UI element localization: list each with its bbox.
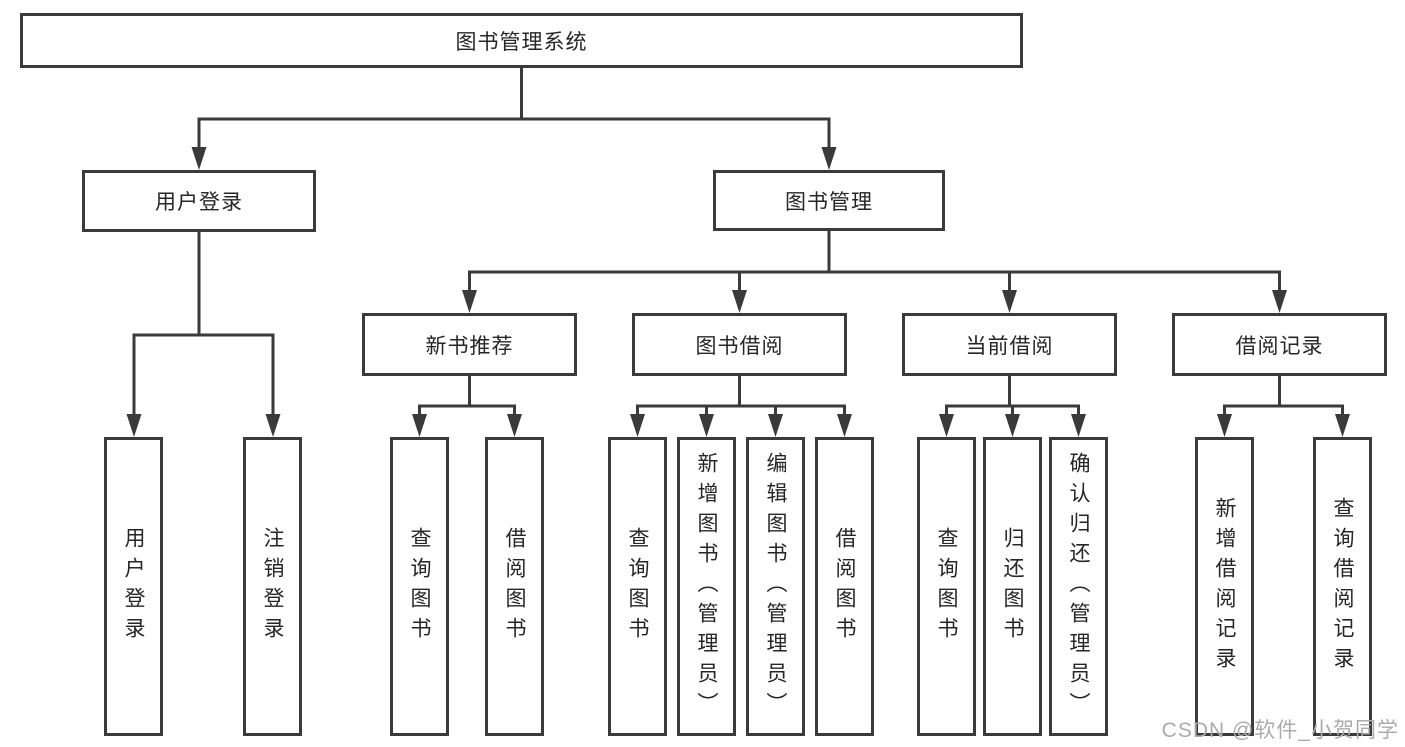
leaf-records-add: 新增借阅记录 xyxy=(1195,437,1254,736)
node-book-mgmt: 图书管理 xyxy=(713,170,945,231)
watermark: CSDN @软件_小贺同学 xyxy=(1161,719,1399,742)
node-root: 图书管理系统 xyxy=(20,13,1023,68)
leaf-records-query: 查询借阅记录 xyxy=(1313,437,1372,736)
leaf-borrow-query: 查询图书 xyxy=(608,437,667,736)
node-new-books: 新书推荐 xyxy=(362,313,577,376)
connector-borrow-records-subtree xyxy=(1217,376,1350,437)
leaf-current-return: 归还图书 xyxy=(983,437,1042,736)
leaf-borrow-edit-admin: 编辑图书（管理员） xyxy=(746,437,805,736)
connector-book-mgmt-to-level3 xyxy=(462,231,1287,313)
node-user-login: 用户登录 xyxy=(82,170,316,232)
leaf-current-query: 查询图书 xyxy=(917,437,976,736)
leaf-logout: 注销登录 xyxy=(243,437,302,736)
leaf-borrow-add-admin: 新增图书（管理员） xyxy=(677,437,736,736)
leaf-current-confirm-admin: 确认归还（管理员） xyxy=(1049,437,1108,736)
node-borrow-records: 借阅记录 xyxy=(1172,313,1387,376)
node-current-borrow: 当前借阅 xyxy=(902,313,1117,376)
leaf-borrow-borrow: 借阅图书 xyxy=(815,437,874,736)
connector-root-to-level2 xyxy=(191,68,837,170)
connector-new-books-subtree xyxy=(412,376,522,437)
node-book-borrow: 图书借阅 xyxy=(632,313,847,376)
leaf-newbooks-borrow: 借阅图书 xyxy=(485,437,544,736)
connector-book-borrow-subtree xyxy=(630,376,852,437)
connector-user-login-subtree xyxy=(126,232,281,437)
connector-current-borrow-subtree xyxy=(939,376,1086,437)
leaf-user-login: 用户登录 xyxy=(104,437,163,736)
leaf-newbooks-query: 查询图书 xyxy=(390,437,449,736)
